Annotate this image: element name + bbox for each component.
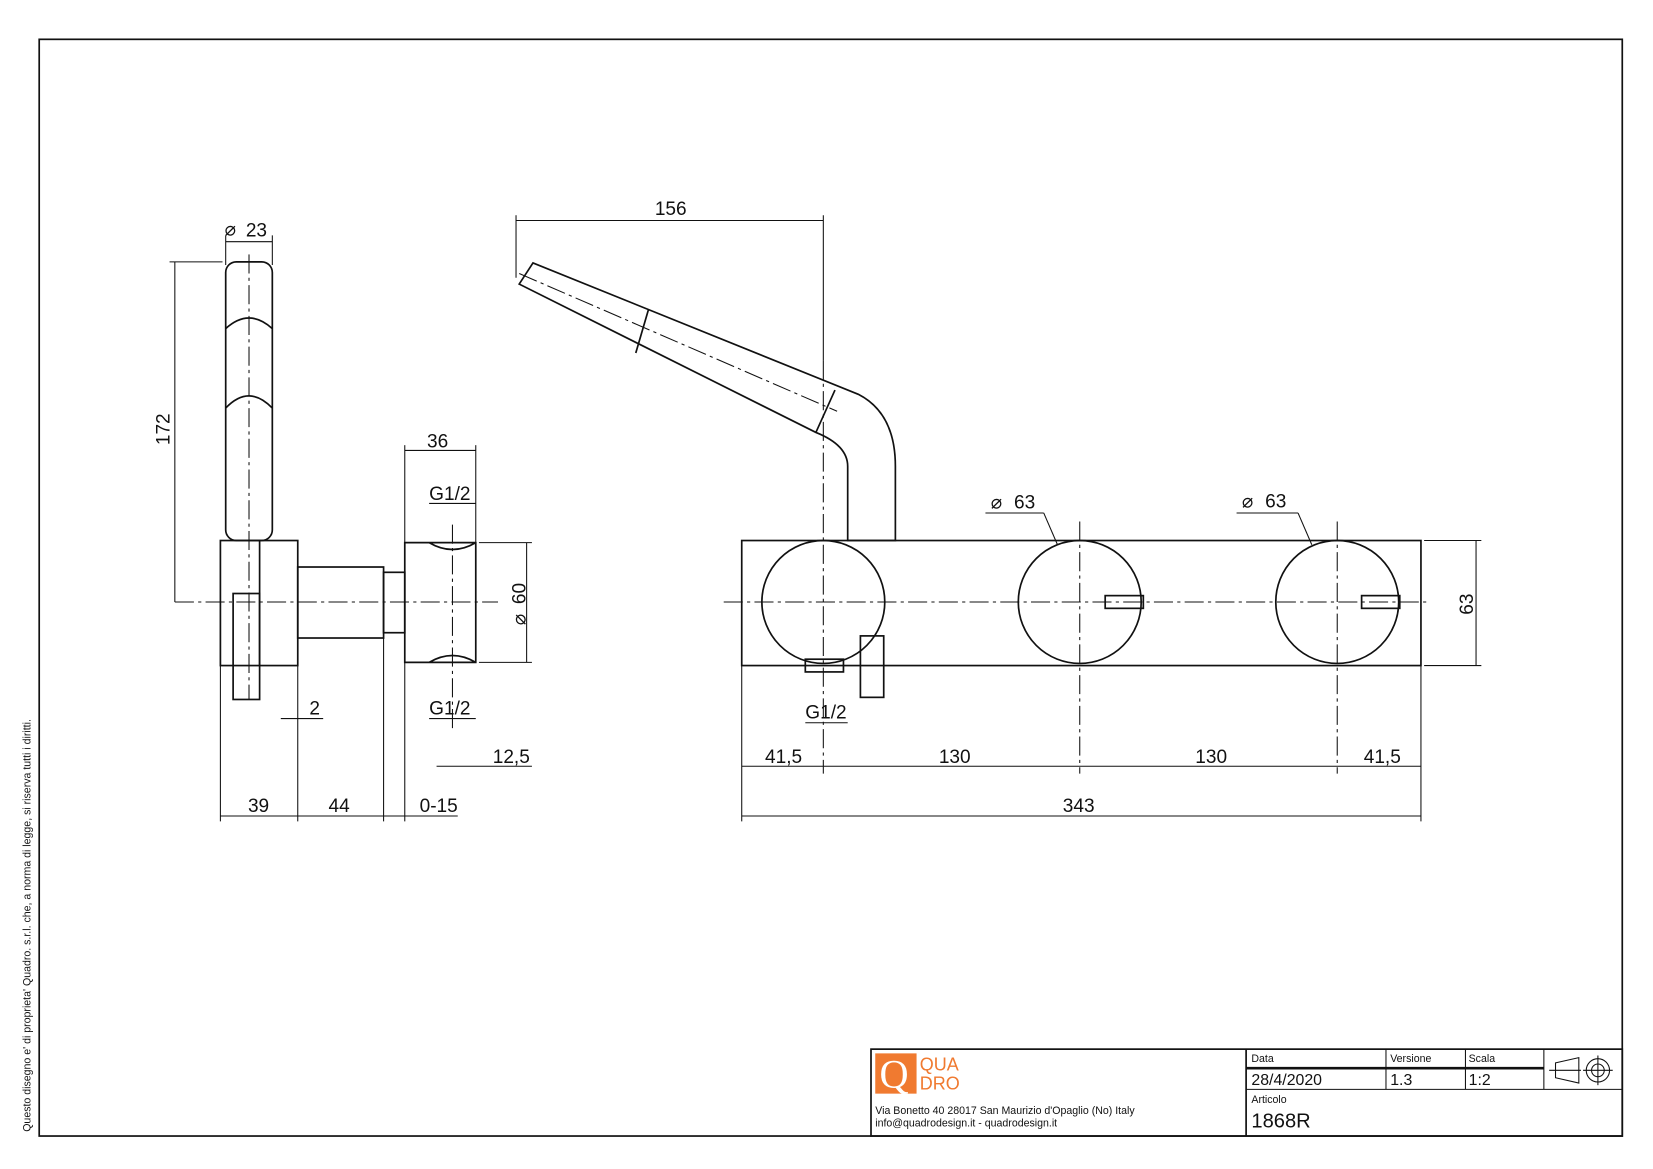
svg-text:⌀: ⌀ bbox=[510, 614, 531, 625]
article-label-text: Articolo bbox=[1251, 1094, 1286, 1106]
date-label-text: Data bbox=[1251, 1053, 1273, 1065]
address-text: Via Bonetto 40 28017 San Maurizio d'Opag… bbox=[875, 1105, 1135, 1117]
svg-text:⌀: ⌀ bbox=[991, 493, 1002, 514]
logo-line2-text: DRO bbox=[920, 1073, 960, 1093]
version-text: 1.3 bbox=[1390, 1072, 1412, 1089]
side-view-dimensions: ⌀ 23 172 36 G1/2 ⌀ 60 2 G1/2 12,5 39 44 0-… bbox=[154, 219, 532, 822]
thread-top-text: G1/2 bbox=[429, 484, 470, 505]
contact-text: info@quadrodesign.it - quadrodesign.it bbox=[875, 1117, 1057, 1129]
drawing-frame bbox=[38, 38, 1624, 1137]
projection-symbol-icon bbox=[1549, 1055, 1613, 1086]
svg-text:⌀: ⌀ bbox=[225, 219, 236, 240]
article-text: 1868R bbox=[1251, 1111, 1310, 1133]
knob1-dia-text: 63 bbox=[1014, 493, 1035, 514]
pitch1-text: 130 bbox=[939, 747, 971, 768]
thread-bottom-text: G1/2 bbox=[429, 698, 470, 719]
knob2-dia-text: 63 bbox=[1265, 492, 1286, 513]
version-label-text: Versione bbox=[1390, 1053, 1431, 1065]
front-view-dimensions: 156 ⌀ 63 ⌀ 63 63 G1/2 41,5 130 130 41,5 34… bbox=[515, 199, 1482, 822]
logo-letter-text: Q bbox=[879, 1051, 908, 1096]
adjust-text: 0-15 bbox=[420, 796, 458, 817]
front-view bbox=[517, 261, 1431, 774]
spout-len-text: 156 bbox=[655, 199, 687, 220]
total-text: 343 bbox=[1063, 796, 1095, 817]
body-dia-text: 60 bbox=[510, 583, 531, 604]
tube-dia-text: 23 bbox=[246, 220, 267, 241]
body-width-text: 36 bbox=[427, 431, 448, 452]
side-view bbox=[174, 254, 499, 732]
plate-h-text: 63 bbox=[1457, 593, 1478, 614]
scale-label-text: Scala bbox=[1469, 1053, 1496, 1065]
d39-text: 39 bbox=[248, 796, 269, 817]
date-text: 28/4/2020 bbox=[1251, 1072, 1322, 1089]
edge-left-text: 41,5 bbox=[765, 747, 802, 768]
logo-line1-text: QUA bbox=[920, 1054, 959, 1074]
height-text: 172 bbox=[154, 413, 175, 445]
gap-text: 2 bbox=[309, 698, 320, 719]
copyright-note: Questo disegno e' di proprieta' Quadro. … bbox=[22, 719, 34, 1132]
d44-text: 44 bbox=[328, 796, 350, 817]
svg-text:⌀: ⌀ bbox=[1242, 492, 1253, 513]
thread-outlet-text: G1/2 bbox=[805, 703, 846, 724]
pitch2-text: 130 bbox=[1195, 747, 1227, 768]
scale-text: 1:2 bbox=[1469, 1072, 1491, 1089]
title-block: Q QUA DRO Via Bonetto 40 28017 San Mauri… bbox=[870, 1048, 1624, 1137]
edge-right-text: 41,5 bbox=[1364, 747, 1401, 768]
offset-text: 12,5 bbox=[493, 747, 530, 768]
logo-mark bbox=[875, 1053, 917, 1094]
